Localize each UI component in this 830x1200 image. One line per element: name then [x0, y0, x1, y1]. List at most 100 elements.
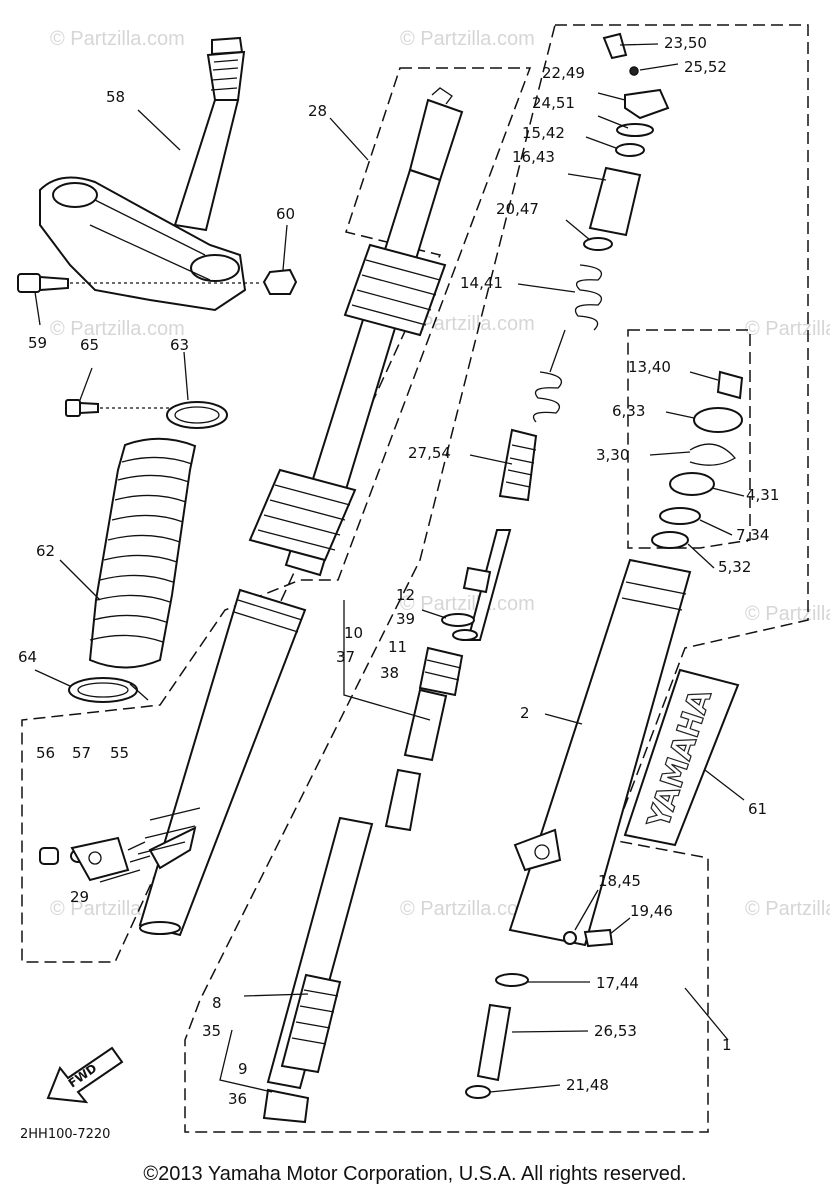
watermark: © Partzilla.com [745, 898, 830, 920]
callout-29: 29 [70, 888, 89, 906]
callout-6-33: 6,33 [612, 402, 645, 420]
callouts: 58 28 60 59 65 63 62 64 56 57 55 29 23,5… [18, 34, 779, 1108]
callout-20-47: 20,47 [496, 200, 539, 218]
circlip-39 [441, 613, 475, 627]
watermark: © Partzilla.com [400, 28, 535, 50]
callout-23-50: 23,50 [664, 34, 707, 52]
leader-lines [34, 43, 745, 1093]
callout-1: 1 [722, 1036, 732, 1054]
bolt-19 [583, 928, 614, 948]
callout-17-44: 17,44 [596, 974, 639, 992]
watermark: © Partzilla.com [400, 313, 535, 335]
callout-4-31: 4,31 [746, 486, 779, 504]
callout-57: 57 [72, 744, 91, 762]
fork-spring [532, 264, 603, 423]
valve-cap-25 [629, 66, 639, 76]
collar [384, 768, 422, 832]
steering-stem [39, 36, 247, 312]
watermark: © Partzilla.com [50, 318, 185, 340]
clip-3 [689, 443, 736, 466]
washer-17 [495, 973, 529, 987]
callout-39: 39 [396, 610, 415, 628]
callout-10: 10 [344, 624, 363, 642]
callout-13-40: 13,40 [628, 358, 671, 376]
adjuster-26 [476, 1003, 512, 1082]
washer-15 [615, 143, 645, 157]
outer-tube-2 [508, 558, 692, 947]
callout-35: 35 [202, 1022, 221, 1040]
callout-18-45: 18,45 [598, 872, 641, 890]
callout-21-48: 21,48 [566, 1076, 609, 1094]
washer-7 [659, 507, 701, 525]
callout-56: 56 [36, 744, 55, 762]
callout-59: 59 [28, 334, 47, 352]
watermark: © Partzilla.com [400, 593, 535, 615]
callout-38: 38 [380, 664, 399, 682]
callout-7-34: 7,34 [736, 526, 769, 544]
callout-2: 2 [520, 704, 530, 722]
callout-60: 60 [276, 205, 295, 223]
watermark: © Partzilla.com [400, 898, 535, 920]
callout-61: 61 [748, 800, 767, 818]
valve-23 [602, 32, 628, 60]
callout-36: 36 [228, 1090, 247, 1108]
callout-62: 62 [36, 542, 55, 560]
seat-20 [583, 237, 613, 251]
under-bracket [39, 176, 247, 312]
bushing-5 [651, 531, 689, 549]
inner-tube-group-outline [21, 67, 532, 963]
callout-5-32: 5,32 [718, 558, 751, 576]
axle-holder [70, 836, 130, 882]
diagram-code: 2HH100-7220 [20, 1127, 110, 1142]
damper-rod [462, 428, 538, 641]
callout-64: 64 [18, 648, 37, 666]
callout-11: 11 [388, 638, 407, 656]
callout-63: 63 [170, 336, 189, 354]
callout-24-51: 24,51 [532, 94, 575, 112]
callout-55: 55 [110, 744, 129, 762]
callout-15-42: 15,42 [522, 124, 565, 142]
callout-3-30: 3,30 [596, 446, 629, 464]
copyright-footer: ©2013 Yamaha Motor Corporation, U.S.A. A… [143, 1163, 687, 1185]
callout-58: 58 [106, 88, 125, 106]
callout-37: 37 [336, 648, 355, 666]
callout-27-54: 27,54 [408, 444, 451, 462]
boot-clamp-upper [166, 401, 228, 429]
watermark: © Partzilla.com [745, 603, 830, 625]
callout-12: 12 [396, 586, 415, 604]
damper-cylinder [403, 646, 464, 762]
outer-tube-29 [137, 588, 307, 937]
seal-13 [716, 370, 744, 400]
callout-8: 8 [212, 994, 222, 1012]
callout-9: 9 [238, 1060, 248, 1078]
callout-14-41: 14,41 [460, 274, 503, 292]
cap-56 [39, 847, 59, 865]
oil-seal-4 [669, 472, 715, 496]
washer-12 [452, 629, 478, 641]
callout-16-43: 16,43 [512, 148, 555, 166]
fwd-arrow-icon: FWD [46, 1046, 124, 1104]
callout-25-52: 25,52 [684, 58, 727, 76]
callout-26-53: 26,53 [594, 1022, 637, 1040]
callout-28: 28 [308, 102, 327, 120]
slide-tube [262, 816, 374, 1124]
pinch-bolt [17, 273, 260, 293]
boot-clamp-lower [68, 677, 138, 703]
washer-18 [563, 931, 577, 945]
watermark: © Partzilla.com [50, 28, 185, 50]
exploded-parts-diagram: © Partzilla.com © Partzilla.com © Partzi… [17, 24, 830, 1142]
callout-22-49: 22,49 [542, 64, 585, 82]
spacer-16 [588, 166, 642, 237]
callout-19-46: 19,46 [630, 902, 673, 920]
watermark: © Partzilla.com [745, 318, 830, 340]
cap-bolt-22 [624, 88, 670, 120]
oil-seal-group-outline [627, 329, 751, 549]
dust-seal-6 [693, 407, 743, 433]
nut [262, 268, 298, 295]
fork-boot [88, 437, 197, 669]
fork-boot-28 [248, 243, 447, 562]
callout-65: 65 [80, 336, 99, 354]
nut-21 [465, 1085, 491, 1099]
group-outlines [21, 24, 809, 1133]
clamp-bolt [65, 399, 170, 417]
